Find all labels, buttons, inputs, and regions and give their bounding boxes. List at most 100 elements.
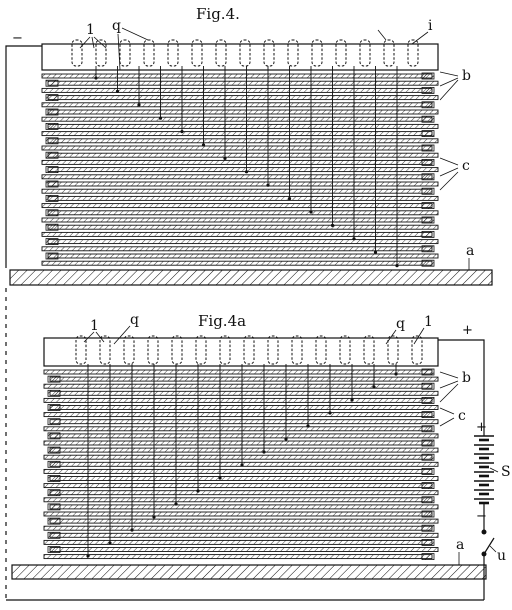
plate-end-block-left	[47, 503, 61, 511]
plate-end-block-right	[421, 101, 435, 109]
electrode-plate	[41, 217, 433, 223]
figure-4-base-plate	[9, 269, 493, 286]
lead-joint	[287, 197, 292, 201]
electrode-plate	[41, 87, 433, 93]
plate-end-block-right	[421, 173, 435, 181]
figure-4a-leader-c1	[439, 407, 455, 415]
lead-joint	[158, 116, 163, 120]
lead-joint	[394, 372, 398, 376]
figure-4a: Fig.4a 1 q q 1 b c a +	[11, 312, 487, 580]
plate-end-block-right	[421, 130, 435, 138]
lead-joint	[306, 424, 310, 428]
electrode-plate	[43, 511, 433, 517]
figure-4-leader-b2	[439, 77, 459, 87]
lead-joint	[86, 554, 90, 558]
electrode-plate	[49, 518, 439, 524]
lead-joint	[218, 476, 222, 480]
plate-end-block-right	[421, 72, 435, 80]
electrode-plate	[41, 174, 433, 180]
plate-end-block-right	[421, 467, 435, 475]
figure-4a-leader-b3	[439, 383, 459, 403]
figure-4a-leader-c2	[439, 417, 455, 427]
figure-4-leader-q2	[117, 33, 121, 71]
figure-4-leader-b3	[439, 79, 459, 101]
pin-slot	[243, 335, 255, 365]
electrode-plate	[47, 253, 439, 259]
figure-4a-title: Fig.4a	[198, 312, 246, 330]
electrode-plate	[43, 539, 433, 545]
plate-end-block-left	[45, 137, 59, 145]
plate-end-block-left	[45, 151, 59, 159]
figure-4a-plate-stack	[43, 368, 439, 560]
electrode-plate	[47, 167, 439, 173]
pin-slot	[219, 335, 231, 365]
plate-end-block-right	[421, 259, 435, 267]
plate-end-block-left	[45, 252, 59, 260]
lead-joint	[108, 541, 112, 545]
figure-4a-leader-1-right	[413, 327, 425, 345]
electrode-plate	[41, 73, 433, 79]
plate-end-block-right	[421, 368, 435, 376]
figure-4-label-a: a	[466, 243, 474, 259]
figure-4a-top-strip	[43, 335, 439, 367]
electrode-plate	[43, 483, 433, 489]
lead-joint	[284, 437, 288, 441]
plate-end-block-right	[421, 187, 435, 195]
pin-slot	[195, 335, 207, 365]
lead-joint	[373, 250, 378, 254]
pin-slot	[407, 39, 419, 67]
electrode-plate	[47, 210, 439, 216]
pin-slot	[363, 335, 375, 365]
electrode-plate	[43, 454, 433, 460]
plate-end-block-right	[421, 245, 435, 253]
electrode-plate	[49, 504, 439, 510]
pin-slot	[95, 39, 107, 67]
plate-end-block-right	[421, 539, 435, 546]
figure-4-leader-c3	[439, 171, 459, 191]
plate-end-block-left	[47, 546, 61, 553]
lead-joint	[115, 89, 120, 93]
plate-end-block-right	[421, 524, 435, 532]
figure-4a-leader-b2	[439, 380, 459, 389]
figure-4a-label-1-right: 1	[424, 314, 433, 330]
plate-end-block-left	[47, 489, 61, 497]
figure-4-leader-1c	[93, 36, 107, 49]
electrode-plate	[41, 203, 433, 209]
plate-end-block-left	[45, 238, 59, 246]
battery-leader	[489, 467, 499, 473]
plate-end-block-left	[47, 404, 61, 411]
plate-end-block-right	[421, 482, 435, 490]
pin-slot	[239, 39, 251, 67]
figure-4-leader-q1	[121, 27, 149, 41]
figure-4-leader-c2	[439, 167, 459, 177]
figure-4-lead-wires	[94, 66, 399, 268]
plate-end-block-right	[421, 382, 435, 390]
electrode-plate	[47, 195, 439, 201]
plate-end-block-left	[47, 475, 61, 482]
electrode-plate	[41, 145, 433, 151]
electrode-plate	[41, 131, 433, 137]
electrode-plate	[47, 152, 439, 158]
figure-4a-terminal-sign: +	[462, 323, 473, 338]
figure-4a-leader-q-right	[385, 329, 397, 345]
plate-end-block-right	[421, 510, 435, 518]
figure-4-label-q: q	[112, 18, 121, 34]
electrode-plate	[47, 95, 439, 101]
pin-slot	[215, 39, 227, 67]
pin-slot	[147, 335, 159, 365]
figure-4-leader-1b	[91, 36, 95, 49]
electrode-plate	[49, 419, 439, 425]
plate-end-block-right	[421, 202, 435, 210]
plate-end-block-left	[47, 460, 61, 468]
figure-4-leader-tick	[377, 29, 387, 41]
pin-slot	[311, 39, 323, 67]
lead-joint	[201, 143, 206, 147]
electrode-plate	[43, 468, 433, 474]
left-connection-wire	[5, 45, 484, 601]
figure-4-label-b: b	[462, 68, 471, 84]
lead-joint	[223, 156, 227, 160]
electrode-plate	[43, 525, 433, 531]
lead-joint	[309, 210, 313, 214]
figure-4-leader-c1	[439, 157, 459, 166]
